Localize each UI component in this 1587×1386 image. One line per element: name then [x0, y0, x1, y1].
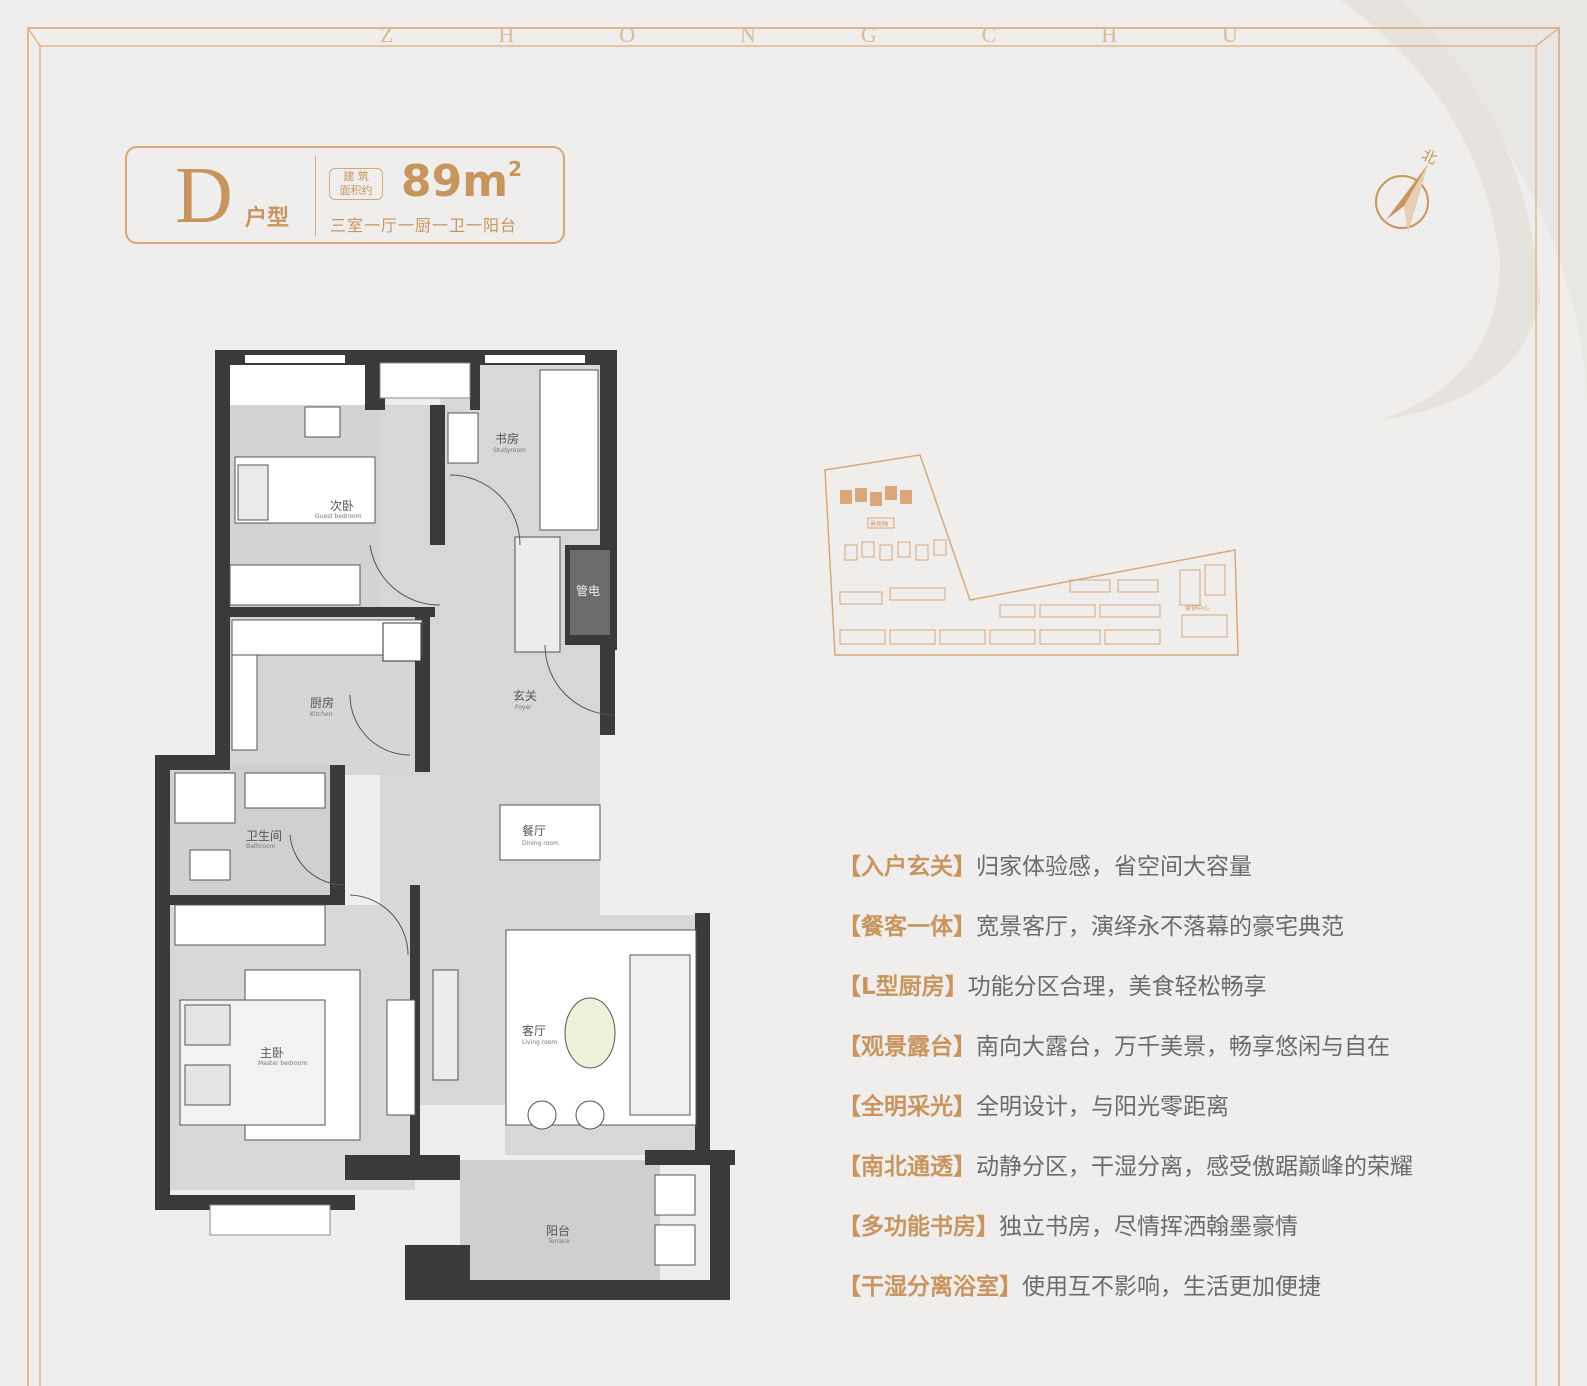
layout-description: 三室一厅一厨一卫一阳台 [330, 216, 518, 235]
unit-title-box: D 户型 建 筑 面积约 89m2 三室一厅一厨一卫一阳台 [125, 146, 565, 244]
feature-item: 【多功能书房】独立书房，尽情挥洒翰墨豪情 [838, 1210, 1538, 1270]
site-label-axis: 景观轴 [870, 520, 888, 528]
feature-text: 归家体验感，省空间大容量 [976, 854, 1252, 880]
room-sublabel-foyer: Foyer [515, 704, 532, 711]
compass-icon [1375, 164, 1429, 232]
feature-item: 【南北通透】动静分区，干湿分离，感受傲踞巅峰的荣耀 [838, 1150, 1538, 1210]
feature-text: 宽景客厅，演绎永不落幕的豪宅典范 [976, 914, 1344, 940]
feature-text: 动静分区，干湿分离，感受傲踞巅峰的荣耀 [976, 1154, 1413, 1180]
brand-letter: O [619, 22, 638, 47]
brand-letter: U [1222, 22, 1240, 47]
brand-letter: C [981, 22, 999, 47]
feature-key: 【餐客一体】 [838, 914, 976, 940]
room-label-guest-bedroom: 次卧 [330, 499, 354, 513]
room-label-elevator: 管电 [576, 583, 600, 598]
brand-letter: H [1101, 22, 1120, 47]
feature-key: 【入户玄关】 [838, 854, 976, 880]
brand-letter: G [860, 22, 879, 47]
feature-item: 【观景露台】南向大露台，万千美景，畅享悠闲与自在 [838, 1030, 1538, 1090]
room-label-master-bedroom: 主卧 [260, 1046, 284, 1060]
room-sublabel-study: Studyroom [493, 447, 526, 454]
feature-item: 【干湿分离浴室】使用互不影响，生活更加便捷 [838, 1270, 1538, 1330]
feature-text: 功能分区合理，美食轻松畅享 [967, 974, 1267, 1000]
room-sublabel-guest-bedroom: Guest bedroom [315, 513, 362, 520]
feature-item: 【餐客一体】宽景客厅，演绎永不落幕的豪宅典范 [838, 910, 1538, 970]
room-sublabel-kitchen: Kitchen [310, 711, 333, 718]
feature-list: 【入户玄关】归家体验感，省空间大容量 【餐客一体】宽景客厅，演绎永不落幕的豪宅典… [838, 850, 1538, 1330]
area-label-line2: 面积约 [339, 184, 373, 197]
area-value: 89m2 [401, 156, 522, 207]
feature-key: 【观景露台】 [838, 1034, 976, 1060]
room-sublabel-living: Living room [522, 1039, 557, 1046]
unit-type-suffix: 户型 [245, 206, 290, 231]
feature-key: 【多功能书房】 [838, 1214, 999, 1240]
room-label-study: 书房 [495, 431, 519, 446]
area-number: 89m [401, 156, 509, 207]
feature-text: 独立书房，尽情挥洒翰墨豪情 [999, 1214, 1298, 1240]
room-sublabel-dining: Dining room [522, 840, 559, 847]
room-label-living: 客厅 [522, 1023, 546, 1038]
feature-item: 【全明采光】全明设计，与阳光零距离 [838, 1090, 1538, 1150]
brand-letter: Z [380, 22, 396, 47]
feature-item: 【入户玄关】归家体验感，省空间大容量 [838, 850, 1538, 910]
feature-item: 【L型厨房】功能分区合理，美食轻松畅享 [838, 970, 1538, 1030]
feature-key: 【南北通透】 [838, 1154, 976, 1180]
area-unit-sup: 2 [508, 157, 522, 182]
feature-text: 南向大露台，万千美景，畅享悠闲与自在 [976, 1034, 1390, 1060]
brand-wordmark: Z H O N G C H U [380, 22, 1240, 52]
floor-plan: 次卧 Guest bedroom 书房 Studyroom 管电 厨房 Kitc… [155, 350, 735, 1300]
area-label-line1: 建 筑 [343, 170, 369, 183]
feature-key: 【L型厨房】 [838, 974, 968, 1000]
room-sublabel-balcony: Terrace [547, 1238, 570, 1245]
room-label-balcony: 阳台 [546, 1223, 570, 1238]
brand-letter: H [498, 22, 517, 47]
room-sublabel-master-bedroom: Master bedroom [258, 1060, 307, 1067]
feature-text: 使用互不影响，生活更加便捷 [1022, 1274, 1321, 1300]
room-label-dining: 餐厅 [522, 823, 546, 838]
room-label-bathroom: 卫生间 [246, 829, 282, 843]
room-label-foyer: 玄关 [513, 688, 537, 703]
room-sublabel-bathroom: Bathroom [246, 843, 276, 850]
unit-type-letter: D [175, 152, 233, 240]
title-divider [315, 156, 316, 236]
brand-letter: N [740, 22, 758, 47]
feature-key: 【干湿分离浴室】 [838, 1274, 1022, 1300]
room-label-kitchen: 厨房 [310, 695, 334, 710]
compass: 北 [1374, 142, 1454, 242]
area-label-badge: 建 筑 面积约 [329, 168, 383, 200]
feature-key: 【全明采光】 [838, 1094, 976, 1120]
site-plan: 景观轴 营销中心 [824, 454, 1239, 656]
site-label-sales-center: 营销中心 [1185, 604, 1209, 612]
feature-text: 全明设计，与阳光零距离 [976, 1094, 1229, 1120]
